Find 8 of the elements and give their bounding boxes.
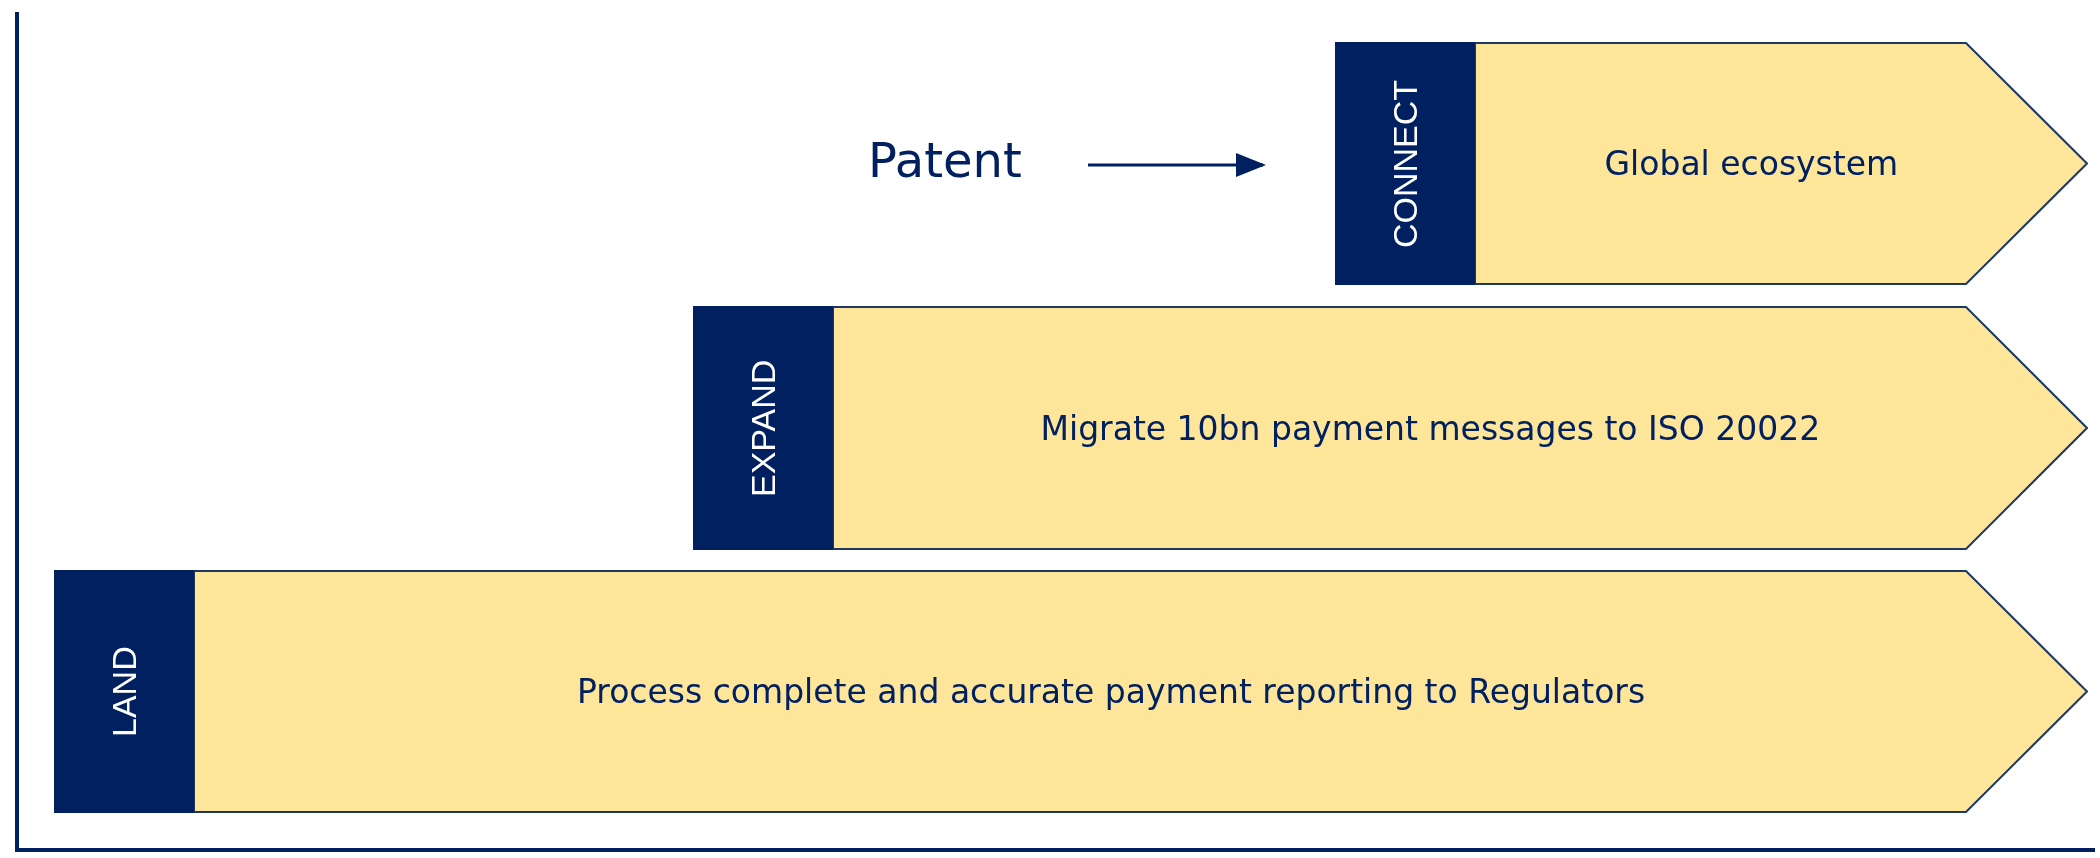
stage-note: Patent: [868, 132, 1022, 188]
band-text: Migrate 10bn payment messages to ISO 20022: [1040, 408, 1821, 448]
band-text: Process complete and accurate payment reporting to Regulators: [577, 672, 1646, 711]
arrow: [1088, 153, 1266, 177]
band-text: Global ecosystem: [1604, 144, 1899, 183]
stage-tab: EXPAND: [693, 306, 833, 550]
stage-tab: LAND: [54, 570, 194, 813]
stage-tab: CONNECT: [1335, 42, 1475, 285]
